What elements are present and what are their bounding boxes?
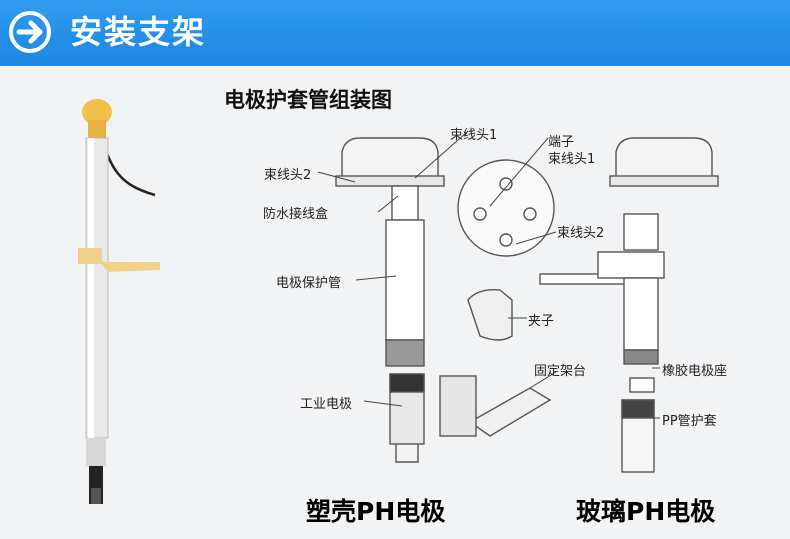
label-fixed-stand: 固定架台 bbox=[534, 364, 587, 379]
header-title: 安装支架 bbox=[70, 13, 207, 51]
label-cable-head-2: 束线头2 bbox=[264, 168, 312, 183]
label-cable-head-1: 束线头1 bbox=[450, 128, 498, 143]
label-pp-sleeve: PP管护套 bbox=[662, 414, 717, 429]
assembly-diagram bbox=[317, 132, 719, 473]
caption-plastic-electrode: 塑壳PH电极 bbox=[306, 497, 446, 526]
caption-glass-electrode: 玻璃PH电极 bbox=[576, 497, 716, 526]
label-rubber-seat: 橡胶电极座 bbox=[662, 364, 728, 379]
arrow-right-icon bbox=[9, 11, 51, 53]
label-electrode-tube: 电极保护管 bbox=[276, 276, 342, 291]
label-terminal: 端子 bbox=[548, 135, 575, 150]
header-bar: 安装支架 bbox=[0, 0, 790, 66]
label-clip: 夹子 bbox=[528, 314, 555, 329]
label-cable-head-1-right: 束线头1 bbox=[548, 152, 596, 167]
label-industrial-electrode: 工业电极 bbox=[300, 397, 353, 412]
label-cable-head-2-right: 束线头2 bbox=[557, 226, 605, 241]
diagram-title: 电极护套管组装图 bbox=[224, 88, 392, 112]
mount-photo bbox=[78, 99, 160, 504]
label-waterproof-box: 防水接线盒 bbox=[263, 207, 329, 222]
